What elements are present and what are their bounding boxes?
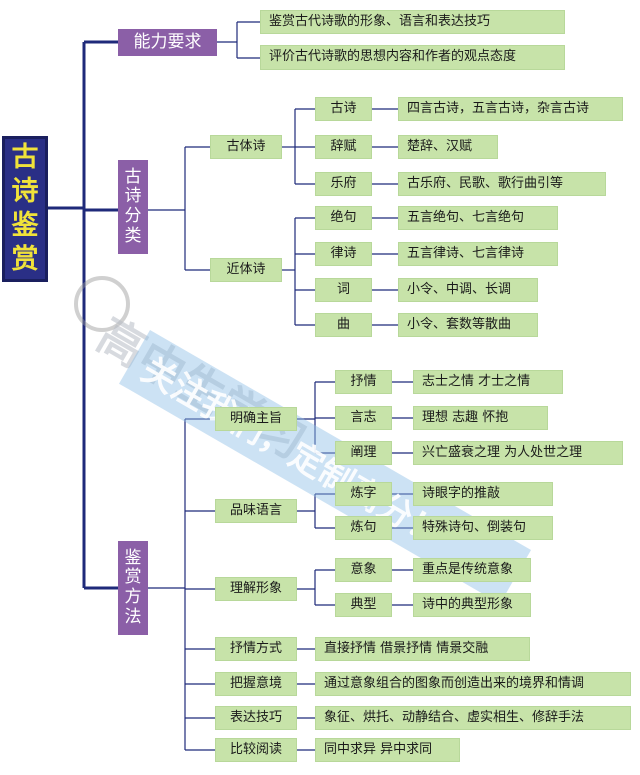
root-char: 古 <box>11 142 39 173</box>
method-subtype: 言志 <box>335 406 392 430</box>
category-subtype: 古诗 <box>315 97 372 121</box>
category-subtype-desc: 小令、中调、长调 <box>398 278 538 302</box>
method-subtype-desc: 理想 志趣 怀抱 <box>413 406 548 430</box>
method-subtype-desc: 志士之情 才士之情 <box>413 370 563 394</box>
ability-item: 鉴赏古代诗歌的形象、语言和表达技巧 <box>260 10 565 34</box>
category-subtype: 律诗 <box>315 242 372 266</box>
root-char: 诗 <box>11 176 39 207</box>
method-subtype: 炼字 <box>335 482 392 506</box>
category-group-ancient: 古体诗 <box>210 135 282 159</box>
category-subtype: 乐府 <box>315 172 372 196</box>
method-group: 比较阅读 <box>215 738 297 762</box>
root-char: 赏 <box>11 244 39 275</box>
category-subtype-desc: 小令、套数等散曲 <box>398 313 538 337</box>
method-subtype-desc: 诗眼字的推敲 <box>413 482 553 506</box>
method-node: 鉴 赏 方 法 <box>118 541 148 635</box>
watermark-logo-icon <box>74 276 130 332</box>
method-subtype: 炼句 <box>335 516 392 540</box>
method-group: 理解形象 <box>215 577 297 601</box>
method-subtype-desc: 特殊诗句、倒装句 <box>413 516 553 540</box>
category-subtype-desc: 五言律诗、七言律诗 <box>398 242 558 266</box>
category-subtype: 辞赋 <box>315 135 372 159</box>
method-subtype: 抒情 <box>335 370 392 394</box>
method-subtype-desc: 重点是传统意象 <box>413 558 531 582</box>
category-group-modern: 近体诗 <box>210 258 282 282</box>
root-node: 古 诗 鉴 赏 <box>2 136 48 282</box>
method-desc: 同中求异 异中求同 <box>315 738 460 762</box>
method-desc: 象征、烘托、动静结合、虚实相生、修辞手法 <box>315 706 631 730</box>
method-group: 把握意境 <box>215 672 297 696</box>
category-subtype-desc: 五言绝句、七言绝句 <box>398 206 558 230</box>
category-subtype: 曲 <box>315 313 372 337</box>
method-group: 表达技巧 <box>215 706 297 730</box>
method-subtype-desc: 诗中的典型形象 <box>413 593 531 617</box>
root-char: 鉴 <box>11 210 39 241</box>
method-desc: 通过意象组合的图象而创造出来的境界和情调 <box>315 672 631 696</box>
method-desc: 直接抒情 借景抒情 情景交融 <box>315 637 530 661</box>
category-node: 古 诗 分 类 <box>118 160 148 254</box>
method-group: 品味语言 <box>215 499 297 523</box>
method-subtype-desc: 兴亡盛衰之理 为人处世之理 <box>413 441 623 465</box>
category-subtype-desc: 四言古诗，五言古诗，杂言古诗 <box>398 97 623 121</box>
category-subtype: 绝句 <box>315 206 372 230</box>
method-subtype: 典型 <box>335 593 392 617</box>
category-subtype-desc: 楚辞、汉赋 <box>398 135 498 159</box>
ability-node: 能力要求 <box>118 29 217 56</box>
method-subtype: 阐理 <box>335 441 392 465</box>
method-group: 明确主旨 <box>215 407 297 431</box>
method-subtype: 意象 <box>335 558 392 582</box>
method-group: 抒情方式 <box>215 637 297 661</box>
category-subtype-desc: 古乐府、民歌、歌行曲引等 <box>398 172 606 196</box>
category-subtype: 词 <box>315 278 372 302</box>
ability-item: 评价古代诗歌的思想内容和作者的观点态度 <box>260 45 565 70</box>
